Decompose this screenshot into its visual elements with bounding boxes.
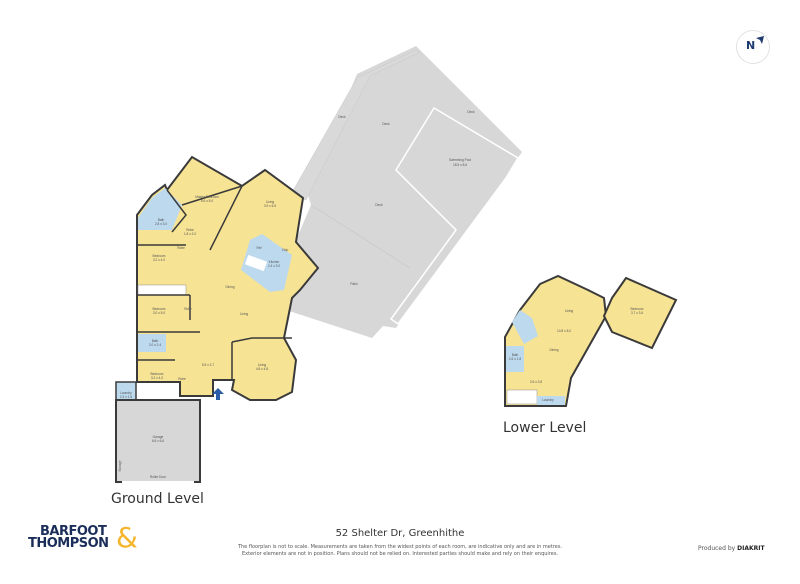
lower-level-label: Lower Level: [503, 420, 587, 436]
swimming-pool: [389, 106, 520, 326]
room-label: Robe: [186, 228, 194, 232]
garage-area: [115, 399, 201, 483]
lower-floor-body: [504, 274, 608, 407]
room-size: 2.6 x 1.8: [509, 357, 521, 361]
room-label: Garage: [153, 435, 164, 439]
room-label: Robe: [177, 246, 185, 250]
room-size: 2.0 x 2.4: [149, 343, 161, 347]
room-size: 3.2 x 4.0: [151, 376, 163, 380]
lower-laundry-area: [537, 396, 565, 405]
room-label: Cktp: [282, 248, 289, 252]
deck-strip: [289, 49, 421, 201]
room-label: Robe: [178, 377, 186, 381]
room-size: 2.8 x 3.0: [155, 222, 167, 226]
room-label: Bath: [152, 339, 159, 343]
bath-area: [138, 188, 182, 230]
north-arrow-icon: [756, 36, 764, 44]
room-label: Storage: [118, 460, 122, 471]
produced-by-prefix: Produced by: [698, 545, 736, 552]
room-label: Bath: [512, 353, 519, 357]
room-size: 10.8 x 8.0: [557, 329, 571, 333]
room-label: Living: [240, 312, 249, 316]
room-size: 2.6 x 3.8: [530, 380, 542, 384]
brand-ampersand: &: [116, 521, 138, 554]
room-label: Kitchen: [269, 260, 280, 264]
room-label: Robe: [184, 307, 192, 311]
brand-logo: BARFOOT THOMPSON &: [28, 524, 138, 552]
lower-level-plan: Living 10.8 x 8.0 Dining Bedroom 3.7 x 3…: [504, 274, 678, 407]
room-size: 3.9 x 6.5: [264, 204, 276, 208]
bath-small-area: [138, 334, 166, 352]
disclaimer-line1: The floorplan is not to scale. Measureme…: [237, 544, 563, 550]
lower-kitchen-area: [512, 310, 538, 344]
deck-label: Deck: [338, 115, 346, 119]
patio-label: Patio: [350, 282, 357, 286]
brand-line2: THOMPSON: [28, 536, 109, 551]
kitchen-island: [244, 254, 268, 272]
ground-level-plan: Master Bedroom 6.6 x 5.0 Living 3.9 x 6.…: [115, 155, 320, 483]
room-label: Dining: [549, 348, 558, 352]
room-size: 3.2 x 4.0: [153, 258, 165, 262]
deck-label: Deck: [382, 122, 390, 126]
room-size: 5.5 x 3.7: [202, 363, 214, 367]
room-label: Bedroom: [151, 372, 164, 376]
entry-arrow-icon: [212, 388, 224, 400]
room-label: Ref: [257, 246, 262, 250]
room-size: 2.4 x 3.0: [268, 264, 280, 268]
lower-stairs: [506, 389, 538, 405]
room-size: 1.8 x 2.0: [184, 232, 196, 236]
producer-name: DIAKRIT: [737, 545, 765, 552]
compass: N: [736, 30, 770, 64]
produced-by: Produced by DIAKRIT: [698, 545, 765, 552]
pool-label: Swimming Pool: [449, 158, 471, 162]
outdoor-area: Deck Deck Deck Deck Swimming Pool 18.5 x…: [281, 46, 522, 338]
room-size: 6.6 x 6.6: [152, 439, 164, 443]
room-label: Bedroom: [153, 307, 166, 311]
pool-size: 18.5 x 8.6: [453, 163, 467, 167]
room-label: Bedroom: [631, 307, 644, 311]
lower-bedroom: [602, 276, 678, 350]
room-size: 3.7 x 3.6: [631, 311, 643, 315]
deck-label: Deck: [375, 203, 383, 207]
room-label: Living: [266, 200, 275, 204]
room-label: Bath: [158, 218, 165, 222]
room-label: Master Bedroom: [195, 195, 219, 199]
room-label: Laundry: [120, 391, 132, 395]
disclaimer-line2: Exterior elements are not in position. P…: [241, 551, 559, 557]
property-address: 52 Shelter Dr, Greenhithe: [335, 528, 465, 539]
room-label: Dining: [225, 285, 234, 289]
room-size: 2.3 x 1.5: [120, 395, 132, 399]
room-label: Roller Door: [150, 475, 167, 479]
room-label: Laundry: [542, 398, 554, 402]
deck-label: Deck: [467, 110, 475, 114]
room-size: 3.0 x 5.0: [153, 311, 165, 315]
brand-line1: BARFOOT: [40, 524, 107, 539]
ground-level-label: Ground Level: [111, 491, 204, 507]
room-size: 6.6 x 5.0: [201, 199, 213, 203]
room-size: 4.8 x 4.8: [256, 367, 268, 371]
lower-bath-area: [506, 346, 524, 372]
room-label: Bedroom: [153, 254, 166, 258]
stairs: [137, 284, 187, 296]
compass-north-label: N: [746, 39, 756, 52]
room-label: Living: [258, 363, 267, 367]
room-label: Living: [565, 309, 574, 313]
